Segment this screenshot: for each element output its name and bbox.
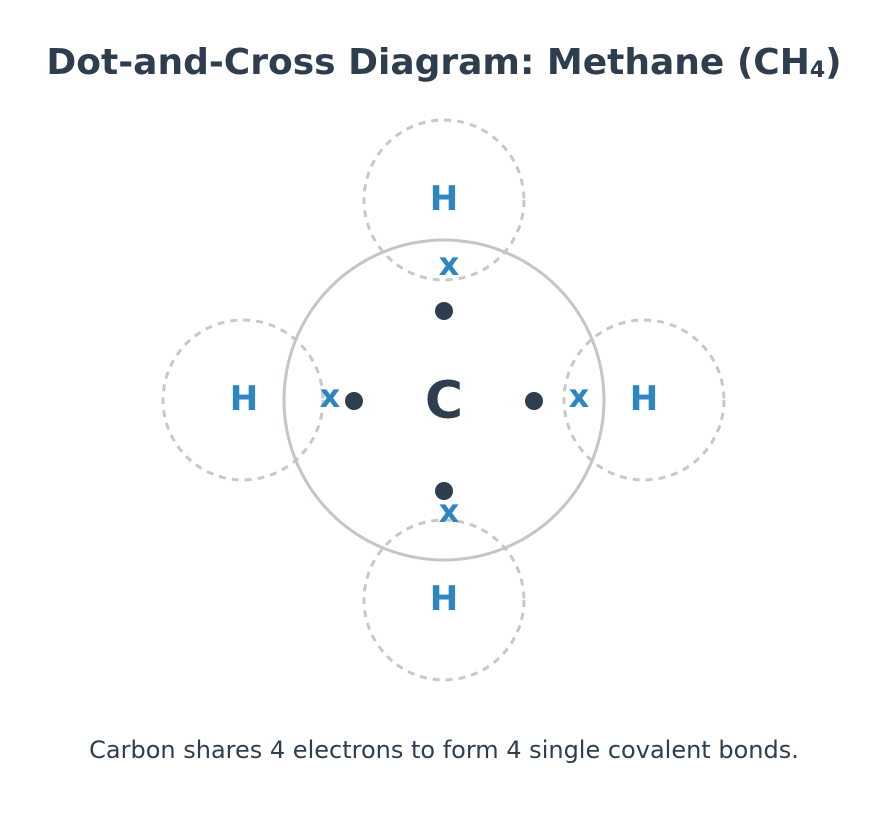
hydrogen-shell-bottom [362, 518, 526, 682]
hydrogen-label-top: H [430, 179, 458, 219]
carbon-electron-dot-bottom [435, 482, 453, 500]
hydrogen-label-left: H [230, 379, 258, 419]
hydrogen-shell-top [362, 118, 526, 282]
title-subscript: 4 [809, 58, 826, 83]
carbon-shell [282, 238, 606, 562]
hydrogen-label-bottom: H [430, 579, 458, 619]
hydrogen-shell-left [161, 318, 325, 482]
hydrogen-electron-cross-right: x [569, 377, 590, 415]
title-text: Dot-and-Cross Diagram: Methane (CH [46, 42, 810, 83]
carbon-label: C [425, 371, 463, 431]
hydrogen-electron-cross-bottom: x [439, 492, 460, 530]
hydrogen-shell-right [562, 318, 726, 482]
hydrogen-electron-cross-left: x [320, 377, 341, 415]
diagram-caption: Carbon shares 4 electrons to form 4 sing… [89, 736, 799, 764]
carbon-electron-dot-top [435, 302, 453, 320]
diagram-title: Dot-and-Cross Diagram: Methane (CH4) [0, 42, 888, 83]
hydrogen-electron-cross-top: x [439, 245, 460, 283]
hydrogen-label-right: H [630, 379, 658, 419]
title-close: ) [825, 42, 842, 83]
carbon-electron-dot-right [525, 392, 543, 410]
carbon-electron-dot-left [345, 392, 363, 410]
